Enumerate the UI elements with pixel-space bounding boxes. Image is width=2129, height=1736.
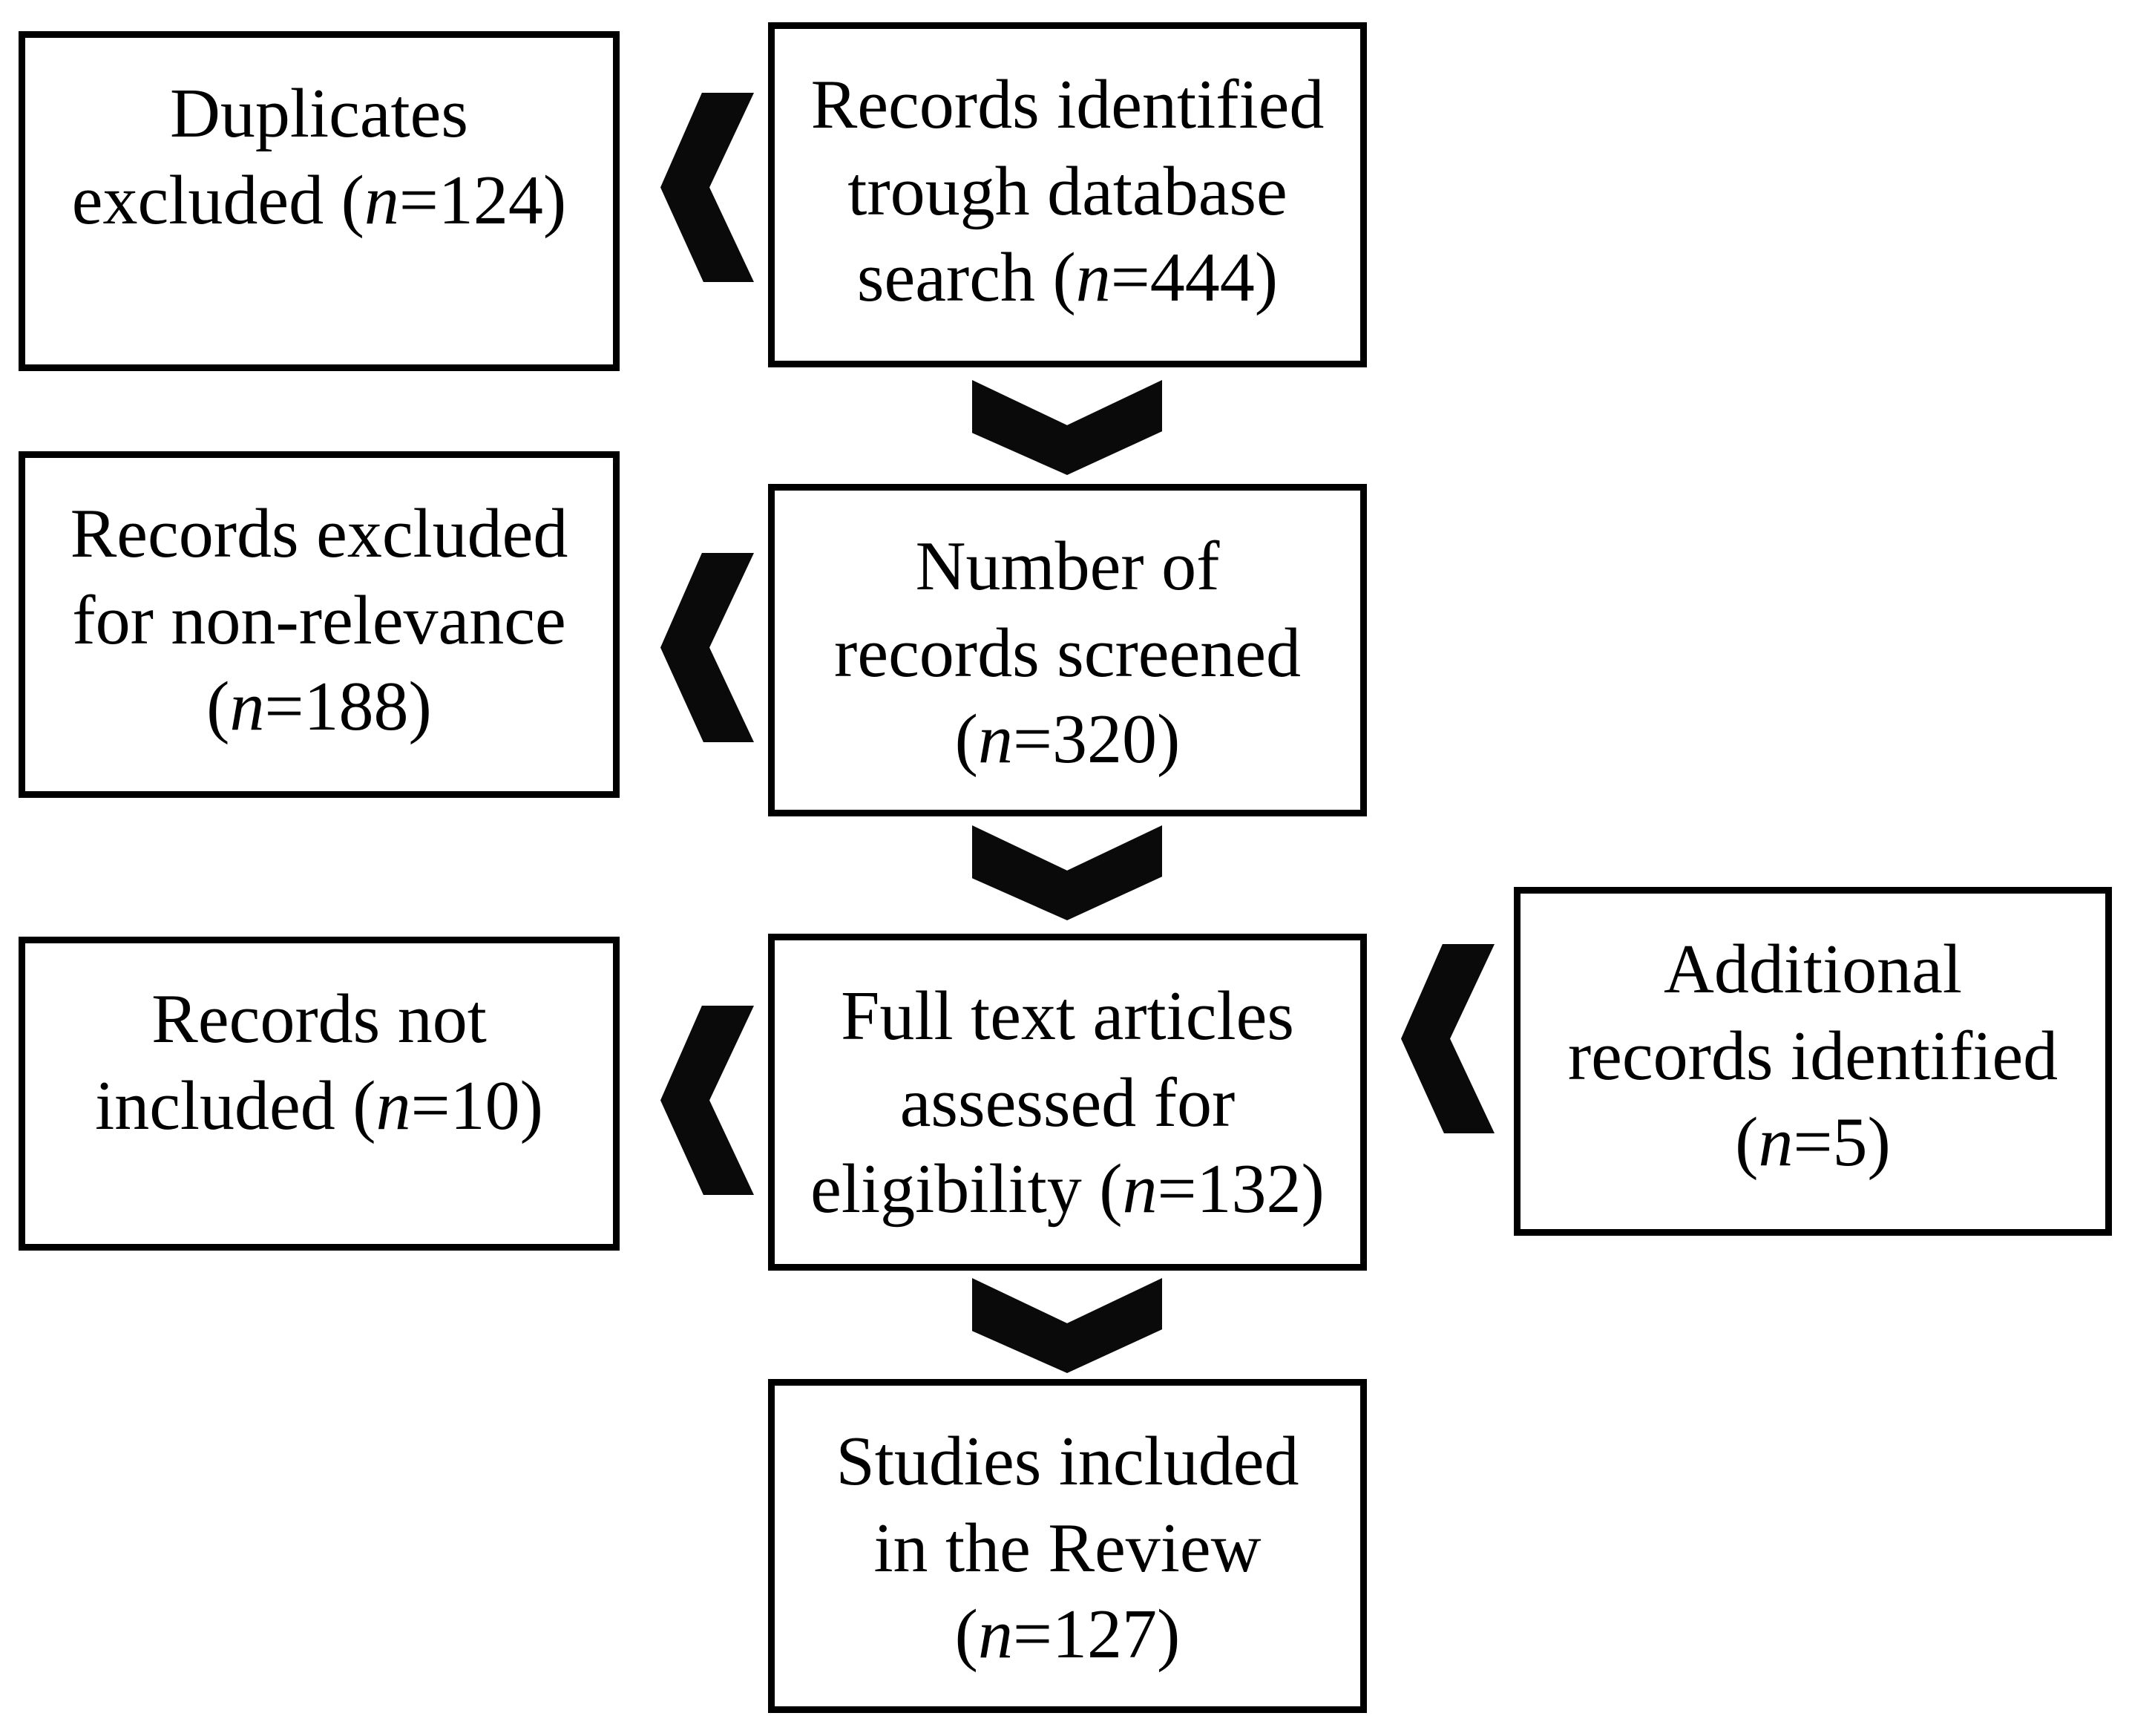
chevron-left-arrow-icon [1401, 944, 1495, 1133]
box-text-line: for non-relevance [72, 581, 566, 659]
box-records-not-included: Records not included (n=10) [19, 937, 620, 1251]
box-text-line: eligibility (n=132) [810, 1150, 1325, 1228]
box-text-line: excluded (n=124) [71, 161, 567, 239]
box-text-line: (n=5) [1735, 1104, 1891, 1182]
box-text-line: assessed for [899, 1064, 1236, 1141]
box-text-line: included (n=10) [95, 1067, 543, 1144]
box-text-line: Number of [915, 528, 1220, 605]
box-text-line: Studies included [836, 1423, 1299, 1500]
chevron-left-arrow-icon [660, 553, 754, 742]
box-additional-records: Additional records identified (n=5) [1514, 887, 2112, 1236]
box-text-line: Records identified [810, 66, 1325, 143]
chevron-down-arrow-icon [972, 1278, 1162, 1373]
box-text-line: Records excluded [70, 495, 568, 572]
box-text-line: (n=320) [954, 701, 1181, 779]
box-text-line: Additional [1663, 931, 1963, 1008]
chevron-left-arrow-icon [660, 1006, 754, 1195]
box-text-line: in the Review [873, 1509, 1262, 1587]
chevron-left-arrow-icon [660, 93, 754, 282]
box-text-line: Full text articles [841, 977, 1294, 1055]
box-records-screened: Number of records screened (n=320) [768, 484, 1367, 816]
box-text-line: trough database [847, 152, 1287, 230]
box-text-line: (n=127) [954, 1596, 1181, 1674]
box-text-line: records screened [834, 614, 1301, 692]
box-duplicates-excluded: Duplicates excluded (n=124) [19, 31, 620, 371]
box-text-line: search (n=444) [856, 239, 1279, 317]
box-text-line: (n=188) [206, 668, 432, 746]
box-full-text-assessed: Full text articles assessed for eligibilit… [768, 934, 1367, 1271]
chevron-down-arrow-icon [972, 380, 1162, 475]
box-records-excluded: Records excluded for non-relevance (n=188) [19, 451, 620, 798]
box-text-line: Records not [151, 980, 487, 1058]
box-text-line: records identified [1567, 1017, 2059, 1095]
chevron-down-arrow-icon [972, 825, 1162, 920]
box-records-identified: Records identified trough database search … [768, 22, 1367, 367]
box-studies-included: Studies included in the Review (n=127) [768, 1379, 1367, 1713]
box-text-line: Duplicates [170, 75, 468, 152]
